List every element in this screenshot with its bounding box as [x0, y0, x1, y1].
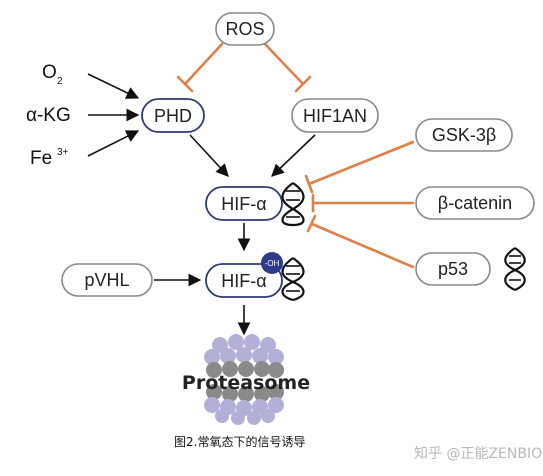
ros-node: ROS	[215, 12, 275, 46]
gsk3b-node: GSK-3β	[415, 118, 513, 152]
fe-superscript: 3+	[57, 147, 69, 158]
fe-arrow	[87, 130, 140, 157]
hydroxyl-label: -OH	[265, 259, 280, 268]
gsk3b-inhibits-hif	[307, 140, 415, 186]
o2-subscript: 2	[57, 76, 63, 87]
akg-label: α-KG	[26, 105, 71, 126]
p53-inhibits-hif	[310, 222, 415, 269]
hif1an-node: HIF1AN	[291, 98, 379, 133]
hif-alpha-bottom-label: HIF-α	[221, 271, 266, 291]
beta-catenin-label: β-catenin	[438, 193, 512, 213]
o2-label: O	[42, 62, 57, 83]
p53-node: p53	[415, 252, 491, 286]
ros-inhibits-phd-bar	[176, 75, 194, 93]
p53-inhibits-hif-bar	[306, 214, 317, 233]
p53-label: p53	[438, 259, 468, 279]
proteasome-label: Proteasome	[182, 372, 310, 394]
phd-to-hif-arrow	[189, 134, 229, 177]
hydroxyl-badge: -OH	[261, 252, 283, 274]
proteasome-icon	[204, 334, 284, 425]
dna-icon-p53	[504, 247, 526, 291]
phd-node: PHD	[141, 98, 205, 133]
ros-inhibits-hif1an-bar	[294, 75, 312, 93]
hif1an-to-hif-arrow	[271, 134, 316, 177]
ros-inhibits-phd	[183, 42, 224, 86]
gsk3b-label: GSK-3β	[432, 125, 496, 145]
dna-icon-bottom	[281, 257, 305, 302]
hif-alpha-bottom-node: HIF-α	[205, 263, 283, 298]
ros-inhibits-hif1an	[263, 42, 305, 86]
beta-catenin-node: β-catenin	[415, 186, 535, 220]
o2-input: O 2	[42, 62, 63, 87]
ros-label: ROS	[225, 19, 264, 39]
hif-alpha-top-node: HIF-α	[205, 186, 283, 221]
pvhl-node: pVHL	[61, 263, 153, 297]
hif-alpha-top-label: HIF-α	[221, 194, 266, 214]
gsk3b-inhibits-hif-bar	[304, 174, 314, 194]
activation-arrows	[87, 73, 316, 336]
inhibition-lines	[176, 42, 415, 269]
fe-label: Fe	[30, 148, 52, 169]
watermark: 知乎 @正能ZENBIO	[414, 445, 542, 462]
o2-arrow	[87, 73, 140, 99]
hif1an-label: HIF1AN	[303, 106, 367, 126]
dna-icon-top	[281, 182, 305, 227]
phd-label: PHD	[154, 106, 192, 126]
fe-input: Fe 3+	[30, 147, 69, 169]
pvhl-label: pVHL	[84, 270, 129, 290]
figure-caption: 图2.常氧态下的信号诱导	[174, 434, 305, 449]
